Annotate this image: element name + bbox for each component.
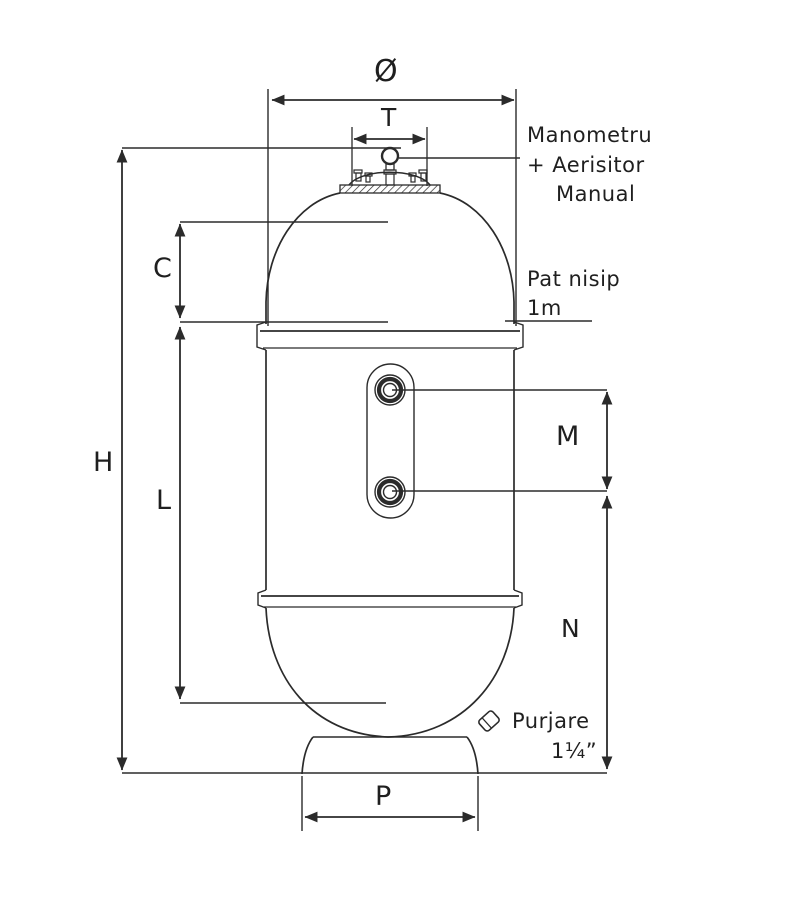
label-lower-section: N: [561, 614, 581, 643]
vessel-bowl: [265, 607, 515, 738]
label-port-spacing: M: [556, 421, 580, 452]
label-cylinder-length: L: [156, 485, 172, 516]
lower-band: [257, 589, 523, 609]
label-base-width: P: [375, 781, 392, 812]
label-freeboard: C: [153, 253, 173, 284]
vessel-dome: [265, 192, 515, 324]
sand-note-line2: 1m: [527, 296, 562, 320]
vessel-base: [301, 736, 479, 775]
gauge-note-line3: Manual: [556, 182, 636, 206]
extension-lines: [122, 89, 607, 831]
purge-note-line2: 1¼”: [551, 739, 598, 763]
sand-note-line1: Pat nisip: [527, 267, 621, 291]
label-top-flange: T: [381, 103, 397, 132]
pressure-gauge-icon: [380, 146, 400, 171]
gauge-note-line1: Manometru: [527, 123, 653, 147]
label-total-height: H: [93, 447, 114, 478]
vessel-cylinder: [265, 350, 515, 590]
filter-vessel: [256, 127, 524, 775]
vessel-lid: [339, 127, 441, 194]
purge-valve-icon: [478, 710, 500, 732]
gauge-note-line2: + Aerisitor: [527, 153, 645, 177]
label-diameter: Ø: [374, 54, 399, 89]
dimension-lines: [116, 94, 613, 823]
purge-note-line1: Purjare: [512, 709, 590, 733]
side-ports: [366, 363, 415, 519]
upper-band: [256, 321, 524, 351]
